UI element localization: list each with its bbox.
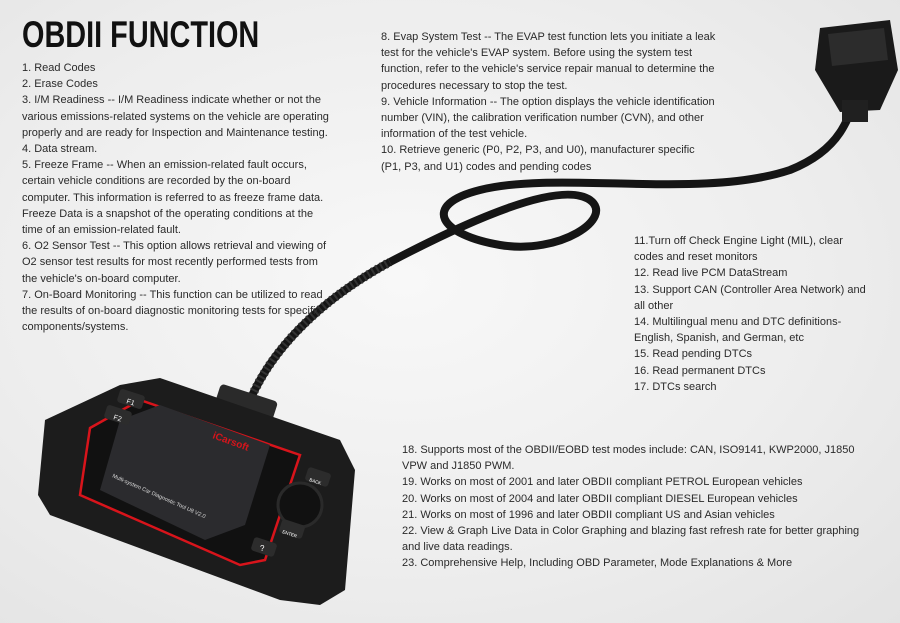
feature-item: 23. Comprehensive Help, Including OBD Pa… [402, 557, 793, 570]
feature-list-top-right: 8. Evap System Test -- The EVAP test fun… [381, 29, 717, 175]
button-f1: F1 [125, 398, 135, 407]
feature-item: 14. Multilingual menu and DTC definition… [634, 316, 842, 345]
feature-item: 11.Turn off Check Engine Light (MIL), cl… [634, 235, 843, 264]
feature-item: 8. Evap System Test -- The EVAP test fun… [381, 31, 716, 92]
feature-list-left: 1. Read Codes 2. Erase Codes 3. I/M Read… [22, 60, 334, 335]
page-title: OBDII FUNCTION [22, 14, 260, 55]
button-help: ? [260, 544, 265, 553]
feature-item: 5. Freeze Frame -- When an emission-rela… [22, 159, 324, 237]
feature-item: 17. DTCs search [634, 380, 717, 393]
feature-item: 16. Read permanent DTCs [634, 364, 766, 377]
scanner-device [38, 378, 355, 605]
feature-item: 7. On-Board Monitoring -- This function … [22, 288, 323, 334]
button-f2: F2 [112, 414, 122, 423]
obd-connector [815, 20, 898, 122]
feature-item: 15. Read pending DTCs [634, 348, 753, 361]
feature-item: 4. Data stream. [22, 143, 98, 156]
feature-list-bottom-right: 18. Supports most of the OBDII/EOBD test… [402, 442, 880, 572]
button-back: BACK [309, 477, 322, 486]
button-enter: ENTER [282, 529, 299, 539]
feature-item: 1. Read Codes [22, 62, 96, 74]
feature-item: 9. Vehicle Information -- The option dis… [381, 95, 715, 141]
feature-item: 22. View & Graph Live Data in Color Grap… [402, 525, 860, 554]
feature-item: 18. Supports most of the OBDII/EOBD test… [402, 444, 855, 473]
feature-item: 2. Erase Codes [22, 78, 98, 91]
feature-item: 12. Read live PCM DataStream [634, 267, 788, 280]
feature-item: 20. Works on most of 2004 and later OBDI… [402, 492, 798, 505]
feature-item: 6. O2 Sensor Test -- This option allows … [22, 240, 327, 285]
feature-item: 19. Works on most of 2001 and later OBDI… [402, 476, 803, 489]
feature-item: 3. I/M Readiness -- I/M Readiness indica… [22, 94, 329, 139]
feature-list-mid-right: 11.Turn off Check Engine Light (MIL), cl… [634, 233, 874, 395]
feature-item: 10. Retrieve generic (P0, P2, P3, and U0… [381, 144, 695, 173]
feature-item: 21. Works on most of 1996 and later OBDI… [402, 508, 775, 521]
feature-item: 13. Support CAN (Controller Area Network… [634, 283, 866, 312]
